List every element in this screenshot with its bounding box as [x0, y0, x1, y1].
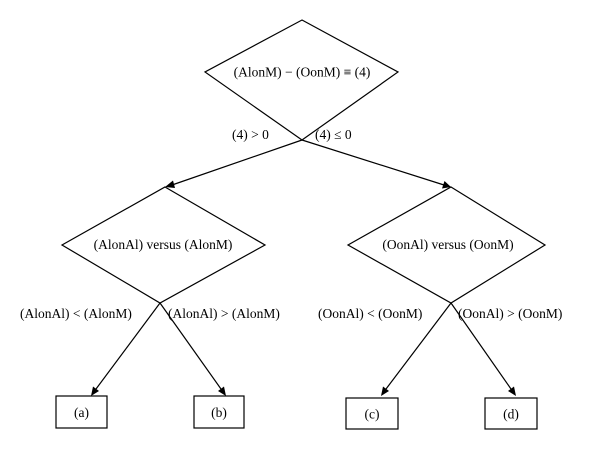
edge-left-to-a [95, 302, 161, 390]
leaf-box-c [345, 397, 399, 430]
leaf-box-b [193, 395, 245, 429]
edge-root-to-left [171, 139, 303, 186]
leaf-box-a [55, 395, 108, 429]
edge-right-to-d [450, 302, 512, 390]
left-branch-left-label: (AlonAl) < (AlonM) [20, 306, 132, 321]
right-branch-left-label: (OonAl) < (OonM) [318, 306, 422, 321]
arrow-root-to-right [442, 181, 451, 189]
root-decision-label: (AlonM) − (OonM) ≡ (4) [234, 65, 371, 80]
edge-root-to-right [301, 139, 445, 186]
arrow-root-to-left [165, 180, 175, 188]
left-branch-right-label: (AlonAl) > (AlonM) [168, 306, 280, 321]
edge-left-to-b [159, 302, 222, 390]
arrow-right-to-d [508, 386, 516, 396]
leaf-label-b: (b) [211, 405, 227, 420]
left-decision-label: (AlonAl) versus (AlonM) [94, 237, 233, 252]
right-decision-label: (OonAl) versus (OonM) [382, 237, 513, 252]
root-branch-right-label: (4) ≤ 0 [315, 127, 352, 142]
right-branch-right-label: (OonAl) > (OonM) [458, 306, 562, 321]
root-decision-node [203, 19, 400, 141]
arrow-left-to-b [218, 386, 226, 396]
root-branch-left-label: (4) > 0 [232, 127, 269, 142]
leaf-box-d [484, 397, 538, 430]
leaf-label-a: (a) [74, 405, 89, 420]
edge-right-to-c [385, 302, 452, 390]
leaf-label-c: (c) [365, 407, 380, 422]
leaf-label-d: (d) [503, 407, 519, 422]
arrow-left-to-a [91, 386, 99, 396]
arrow-right-to-c [381, 386, 389, 396]
